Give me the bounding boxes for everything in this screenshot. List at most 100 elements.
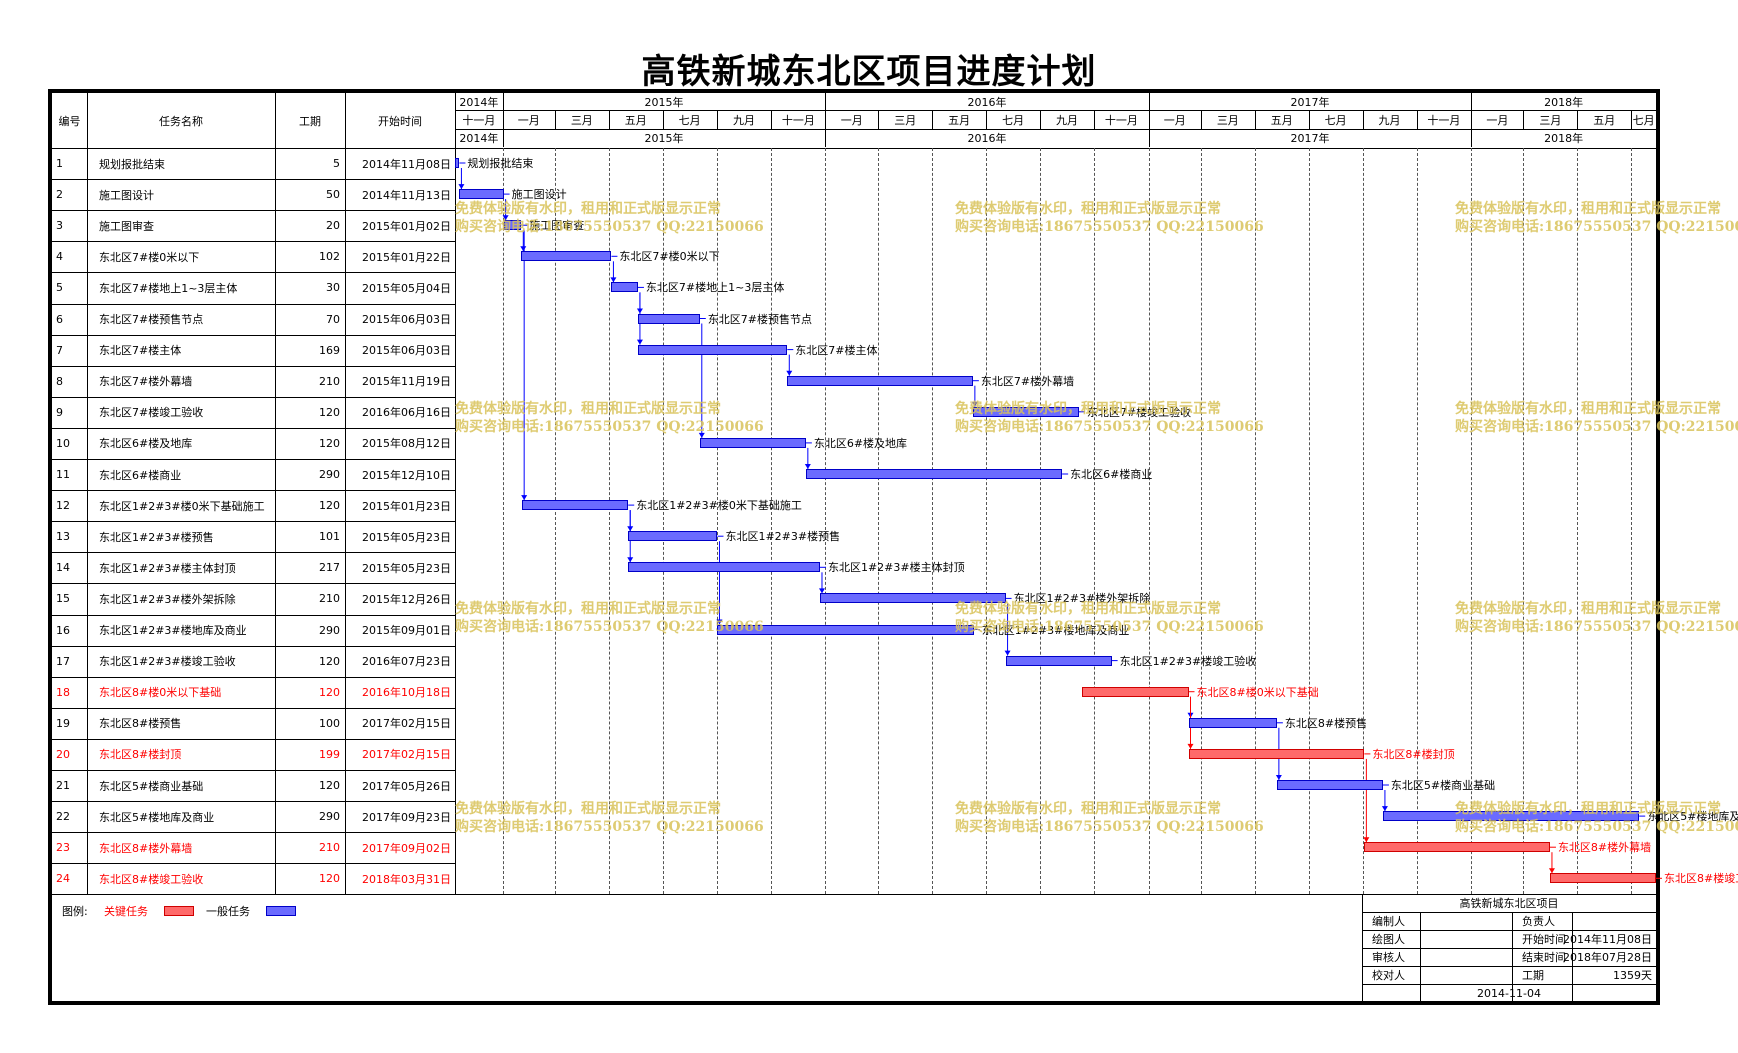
- month-divider: [1148, 110, 1150, 129]
- task-bar[interactable]: [1549, 873, 1656, 884]
- legend-normal-swatch: [266, 906, 296, 916]
- task-bar[interactable]: [459, 189, 504, 200]
- task-bar[interactable]: [819, 593, 1006, 604]
- info-row-line: [1362, 984, 1656, 986]
- task-duration: 101: [319, 530, 340, 544]
- info-col-line: [1572, 948, 1573, 967]
- task-number: 12: [56, 499, 70, 513]
- month-divider: [1471, 110, 1473, 129]
- task-number: 14: [56, 561, 70, 575]
- task-bar[interactable]: [521, 251, 612, 262]
- column-divider: [455, 93, 456, 895]
- task-start: 2017年02月15日: [362, 717, 451, 731]
- info-col-line: [1420, 984, 1421, 1003]
- task-name: 东北区1#2#3#楼外架拆除: [99, 592, 236, 606]
- gridline: [932, 148, 934, 895]
- legend-label: 图例:: [62, 905, 88, 918]
- task-bar[interactable]: [522, 500, 629, 511]
- dependency-arrowhead: [1275, 775, 1282, 780]
- task-name: 东北区8#楼竣工验收: [99, 872, 204, 886]
- task-bar[interactable]: [805, 469, 1063, 479]
- task-bar[interactable]: [628, 562, 820, 573]
- task-number: 10: [56, 436, 70, 450]
- task-bar-label: 东北区8#楼预售: [1284, 716, 1368, 730]
- info-field-label: 审核人: [1372, 951, 1405, 965]
- task-bar[interactable]: [637, 344, 788, 355]
- task-duration: 120: [319, 779, 340, 793]
- dependency-arrowhead: [1381, 806, 1388, 812]
- year-divider: [1471, 93, 1473, 110]
- task-number: 6: [56, 312, 63, 326]
- month-divider: [554, 110, 556, 129]
- task-duration: 120: [319, 436, 340, 450]
- dependency-arrowhead: [520, 246, 527, 252]
- task-bar[interactable]: [1382, 811, 1640, 822]
- task-bar[interactable]: [972, 406, 1079, 417]
- task-bar[interactable]: [455, 158, 460, 168]
- month-divider: [986, 110, 988, 129]
- task-bar[interactable]: [1005, 655, 1112, 666]
- task-bar-label: 东北区6#楼及地库: [813, 436, 908, 450]
- month-divider: [1308, 110, 1310, 129]
- task-bar[interactable]: [717, 624, 974, 635]
- task-bar[interactable]: [628, 531, 718, 542]
- gridline: [1523, 148, 1525, 895]
- month-divider: [1200, 110, 1202, 129]
- task-start: 2015年06月03日: [362, 313, 451, 327]
- dependency-arrowhead: [458, 184, 465, 190]
- month-divider: [932, 110, 934, 129]
- task-bar[interactable]: [503, 220, 522, 231]
- month-header: 九月: [1055, 113, 1078, 127]
- month-divider: [1040, 110, 1042, 129]
- task-bar-label: 东北区5#楼地库及商业: [1647, 810, 1738, 824]
- task-number: 1: [56, 157, 63, 171]
- task-duration: 20: [326, 219, 340, 233]
- info-field-label: 开始时间: [1522, 933, 1566, 947]
- gridline: [1148, 148, 1150, 895]
- dependency-arrowhead: [716, 619, 723, 625]
- task-bar[interactable]: [637, 313, 700, 324]
- task-duration: 100: [319, 716, 340, 730]
- task-start: 2015年01月22日: [362, 250, 451, 264]
- legend-normal-label: 一般任务: [206, 905, 250, 918]
- watermark-line2: 购买咨询电话:18675550537 QQ:22150066: [455, 619, 764, 635]
- year-header-bottom: 2015年: [644, 132, 684, 145]
- task-bar[interactable]: [611, 282, 638, 293]
- row-divider: [52, 614, 455, 616]
- task-start: 2016年07月23日: [362, 655, 451, 669]
- watermark-line1: 免费体验版有水印，租用和正式版显示正常: [455, 401, 721, 417]
- gridline: [1040, 148, 1042, 895]
- task-duration: 102: [319, 250, 340, 264]
- task-bar[interactable]: [1188, 748, 1365, 759]
- task-name: 东北区7#楼竣工验收: [99, 406, 204, 420]
- watermark-line1: 免费体验版有水印，租用和正式版显示正常: [955, 401, 1221, 417]
- task-duration: 120: [319, 654, 340, 668]
- row-divider: [52, 707, 455, 709]
- task-bar[interactable]: [1188, 717, 1277, 728]
- info-col-line: [1420, 966, 1421, 985]
- task-name: 东北区6#楼商业: [99, 468, 182, 482]
- task-start: 2015年11月19日: [362, 375, 451, 389]
- month-divider: [1577, 110, 1579, 129]
- dependency-arrowhead: [1363, 837, 1370, 843]
- row-divider: [52, 490, 455, 492]
- task-bar[interactable]: [699, 437, 806, 448]
- gridline: [1308, 148, 1310, 895]
- task-number: 17: [56, 654, 70, 668]
- gridline: [608, 148, 610, 895]
- task-duration: 50: [326, 188, 340, 202]
- watermark-line1: 免费体验版有水印，租用和正式版显示正常: [955, 801, 1221, 817]
- task-bar[interactable]: [1364, 842, 1550, 853]
- task-bar[interactable]: [1082, 686, 1189, 697]
- task-bar-label: 东北区7#楼主体: [795, 343, 878, 357]
- task-name: 东北区7#楼主体: [99, 344, 182, 358]
- dependency-arrowhead: [502, 215, 509, 221]
- dependency-arrowhead: [804, 464, 811, 469]
- gridline: [1471, 148, 1473, 895]
- watermark-line2: 购买咨询电话:18675550537 QQ:22150066: [1455, 219, 1738, 235]
- info-field-label: 结束时间: [1522, 951, 1566, 965]
- task-bar[interactable]: [1276, 780, 1383, 790]
- task-bar[interactable]: [787, 375, 973, 386]
- task-number: 18: [56, 685, 70, 699]
- month-header: 三月: [894, 113, 917, 127]
